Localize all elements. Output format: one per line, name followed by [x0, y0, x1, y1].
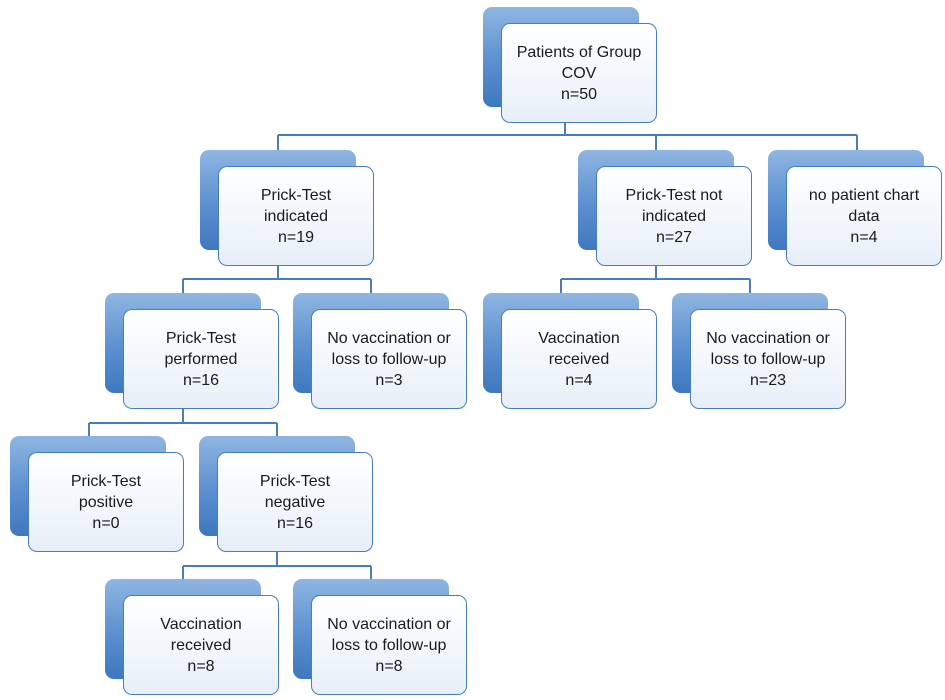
node-not-indicated-vaccination-received: Vaccination received n=4 — [483, 293, 657, 409]
node-box: Vaccination received n=4 — [501, 309, 657, 409]
node-label-line-1: Vaccination — [538, 329, 620, 347]
node-label-line-1: Prick-Test — [70, 472, 142, 490]
node-label-line-2: negative — [264, 493, 326, 511]
node-label-line-2: received — [170, 636, 232, 654]
node-prick-test-performed: Prick-Test performed n=16 — [105, 293, 279, 409]
node-box: Prick-Test negative n=16 — [217, 452, 373, 552]
node-count: n=4 — [850, 228, 878, 246]
node-count: n=0 — [92, 514, 120, 532]
node-box: Prick-Test performed n=16 — [123, 309, 279, 409]
node-box: No vaccination or loss to follow-up n=3 — [311, 309, 467, 409]
node-count: n=8 — [375, 657, 403, 675]
node-label-line-1: Patients of Group — [516, 43, 642, 61]
node-box: Prick-Test not indicated n=27 — [596, 166, 752, 266]
node-prick-test-positive: Prick-Test positive n=0 — [10, 436, 184, 552]
node-count: n=4 — [565, 371, 593, 389]
node-label-line-1: Vaccination — [160, 615, 242, 633]
node-not-indicated-no-vaccination: No vaccination or loss to follow-up n=23 — [672, 293, 846, 409]
node-label-line-2: received — [548, 350, 610, 368]
node-prick-test-negative: Prick-Test negative n=16 — [199, 436, 373, 552]
node-count: n=8 — [187, 657, 215, 675]
node-box: Vaccination received n=8 — [123, 595, 279, 695]
node-label-line-1: No vaccination or — [706, 329, 830, 347]
node-label-line-2: data — [848, 207, 880, 225]
node-box: Prick-Test positive n=0 — [28, 452, 184, 552]
node-count: n=16 — [182, 371, 220, 389]
node-box: No vaccination or loss to follow-up n=23 — [690, 309, 846, 409]
node-count: n=50 — [560, 85, 598, 103]
node-count: n=3 — [375, 371, 403, 389]
node-label-line-1: Prick-Test — [260, 186, 332, 204]
node-negative-no-vaccination: No vaccination or loss to follow-up n=8 — [293, 579, 467, 695]
node-count: n=19 — [277, 228, 315, 246]
node-label-line-2: indicated — [263, 207, 329, 225]
node-label-line-2: indicated — [641, 207, 707, 225]
node-label-line-2: loss to follow-up — [331, 636, 447, 654]
node-prick-test-not-indicated: Prick-Test not indicated n=27 — [578, 150, 752, 266]
node-count: n=27 — [655, 228, 693, 246]
node-label-line-1: No vaccination or — [327, 615, 451, 633]
node-patients-group-cov: Patients of Group COV n=50 — [483, 7, 657, 123]
node-label-line-2: positive — [78, 493, 134, 511]
node-prick-test-indicated: Prick-Test indicated n=19 — [200, 150, 374, 266]
node-label-line-2: loss to follow-up — [710, 350, 826, 368]
node-count: n=16 — [276, 514, 314, 532]
node-label-line-1: no patient chart — [808, 186, 920, 204]
node-count: n=23 — [749, 371, 787, 389]
node-no-patient-chart-data: no patient chart data n=4 — [768, 150, 942, 266]
node-label-line-2: loss to follow-up — [331, 350, 447, 368]
node-label-line-1: No vaccination or — [327, 329, 451, 347]
node-box: Prick-Test indicated n=19 — [218, 166, 374, 266]
node-box: no patient chart data n=4 — [786, 166, 942, 266]
node-label-line-2: COV — [561, 64, 597, 82]
node-negative-vaccination-received: Vaccination received n=8 — [105, 579, 279, 695]
node-indicated-no-vaccination: No vaccination or loss to follow-up n=3 — [293, 293, 467, 409]
node-label-line-2: performed — [164, 350, 238, 368]
node-label-line-1: Prick-Test — [165, 329, 237, 347]
node-label-line-1: Prick-Test — [259, 472, 331, 490]
node-label-line-1: Prick-Test not — [625, 186, 723, 204]
node-box: Patients of Group COV n=50 — [501, 23, 657, 123]
node-box: No vaccination or loss to follow-up n=8 — [311, 595, 467, 695]
